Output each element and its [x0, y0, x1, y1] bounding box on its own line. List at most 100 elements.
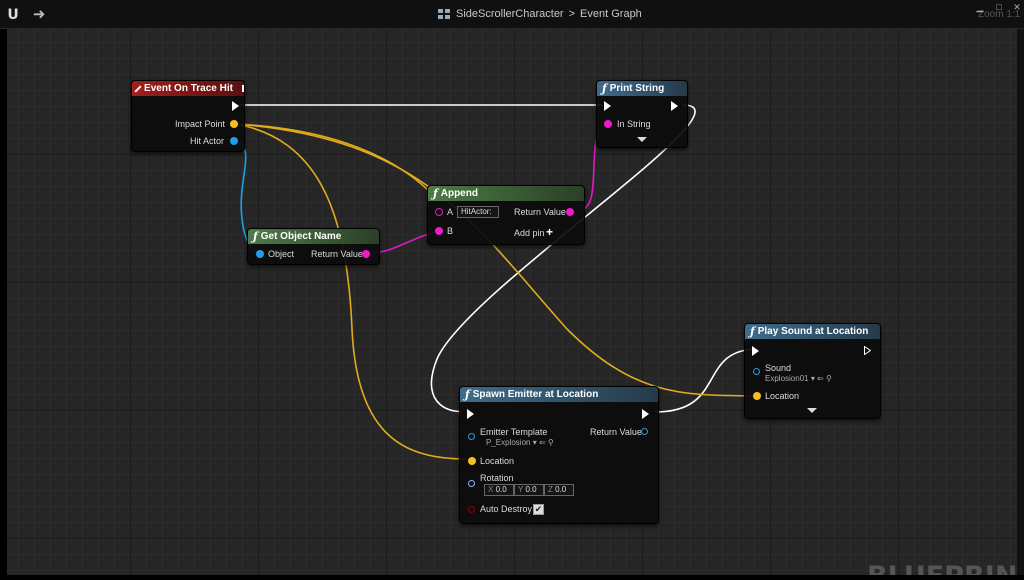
node-title: Spawn Emitter at Location [472, 389, 599, 400]
node-header: ƒ Append [428, 186, 584, 201]
add-pin-button[interactable]: Add pin [514, 228, 545, 238]
sound-asset-value: Explosion01 [765, 374, 809, 383]
pin-label-auto-destroy: Auto Destroy [480, 504, 533, 514]
rotation-x-label: X [488, 485, 494, 494]
pin-label-object: Object [268, 249, 295, 259]
node-header: ƒ Play Sound at Location [745, 324, 880, 339]
rotation-z-value: 0.0 [555, 485, 567, 494]
auto-destroy-checkbox[interactable]: ✔ [533, 504, 544, 515]
plus-icon[interactable]: + [546, 225, 554, 239]
maximize-icon[interactable]: □ [996, 2, 1002, 12]
rotation-x-value: 0.0 [495, 485, 507, 494]
exec-out-pin[interactable] [642, 409, 649, 419]
pin-label-in-string: In String [617, 119, 651, 129]
pin-label-hit-actor: Hit Actor [190, 136, 225, 146]
pin-label-b: B [447, 226, 454, 236]
node-spawn-emitter-at-location[interactable]: ƒ Spawn Emitter at Location Emitter Temp… [459, 386, 659, 524]
pin-label-return-value: Return Value [311, 249, 363, 259]
event-icon [134, 84, 142, 93]
expand-arrow-icon[interactable] [637, 137, 647, 142]
node-header: Event On Trace Hit [132, 81, 244, 96]
location-pin[interactable] [468, 457, 476, 465]
node-title: Event On Trace Hit [144, 83, 233, 94]
minimize-icon[interactable]: ▁ [976, 2, 984, 12]
return-value-pin[interactable] [641, 428, 648, 435]
node-title: Append [440, 188, 478, 199]
exec-out-pin[interactable] [671, 101, 678, 111]
a-pin[interactable] [435, 208, 443, 216]
close-icon[interactable]: ✕ [1013, 2, 1021, 12]
vector-wire-impact-to-append [235, 123, 433, 195]
rotation-y-value: 0.0 [525, 485, 537, 494]
exec-wire-spawn-to-sound [654, 348, 758, 413]
node-append[interactable]: ƒ Append A HitActor: Return Value B Add … [427, 185, 585, 245]
in-string-pin[interactable] [604, 120, 612, 128]
vertical-scrollbar[interactable] [1017, 29, 1024, 575]
breadcrumb-blueprint[interactable]: SideScrollerCharacter [456, 8, 564, 20]
node-print-string[interactable]: ƒ Print String In String [596, 80, 688, 148]
pin-label-location: Location [765, 391, 800, 401]
emitter-asset-value: P_Explosion [486, 438, 531, 447]
sound-asset-dropdown[interactable]: Explosion01 ▾ ⇐ ⚲ [765, 374, 832, 383]
a-string-input[interactable]: HitActor: [457, 206, 499, 218]
emitter-template-pin[interactable] [468, 433, 475, 440]
unreal-logo-icon[interactable]: ᑌ [7, 7, 19, 23]
node-get-object-name[interactable]: ƒ Get Object Name Object Return Value [247, 228, 380, 265]
exec-out-pin[interactable] [864, 346, 871, 355]
exec-out-pin[interactable] [232, 101, 239, 111]
emitter-asset-dropdown[interactable]: P_Explosion ▾ ⇐ ⚲ [486, 438, 554, 447]
rotation-y-field[interactable]: Y 0.0 [514, 484, 544, 496]
node-header: ƒ Spawn Emitter at Location [460, 387, 658, 402]
hit-actor-pin[interactable] [230, 137, 238, 145]
sound-pin[interactable] [753, 368, 760, 375]
event-graph-canvas[interactable]: Event On Trace Hit Impact Point Hit Acto… [7, 29, 1017, 575]
b-pin[interactable] [435, 227, 443, 235]
expand-arrow-icon[interactable] [807, 408, 817, 413]
node-event-on-trace-hit[interactable]: Event On Trace Hit Impact Point Hit Acto… [131, 80, 245, 152]
delegate-pin-icon[interactable] [241, 85, 244, 92]
node-title: Get Object Name [260, 231, 342, 242]
blueprint-icon [438, 8, 451, 20]
function-icon: ƒ [433, 187, 438, 200]
function-icon: ƒ [602, 82, 607, 95]
pin-label-location: Location [480, 456, 515, 466]
exec-in-pin[interactable] [604, 101, 611, 111]
pin-label-a: A [447, 207, 454, 217]
pin-label-sound: Sound [765, 363, 792, 373]
pin-label-emitter-template: Emitter Template [480, 427, 548, 437]
pin-label-impact-point: Impact Point [175, 119, 226, 129]
wires-layer [235, 104, 761, 460]
pin-label-return-value: Return Value [590, 427, 642, 437]
object-pin[interactable] [256, 250, 264, 258]
exec-in-pin[interactable] [752, 346, 759, 356]
breadcrumb-graph[interactable]: Event Graph [580, 8, 642, 20]
node-title: Play Sound at Location [757, 326, 869, 337]
node-header: ƒ Print String [597, 81, 687, 96]
vector-wire-impact-to-sound [235, 123, 761, 397]
location-pin[interactable] [753, 392, 761, 400]
breadcrumb: SideScrollerCharacter > Event Graph [438, 8, 642, 20]
pin-label-return-value: Return Value [514, 207, 566, 217]
rotation-x-field[interactable]: X 0.0 [484, 484, 514, 496]
return-value-pin[interactable] [362, 250, 370, 258]
rotation-y-label: Y [518, 485, 524, 494]
blueprint-watermark: BLUEPRINT [867, 561, 1017, 575]
function-icon: ƒ [750, 325, 755, 338]
function-icon: ƒ [253, 230, 258, 243]
graph-toolbar: ᑌ ➜ SideScrollerCharacter > Event Graph … [0, 0, 1024, 29]
impact-point-pin[interactable] [230, 120, 238, 128]
vector-wire-impact-to-spawn [235, 123, 468, 460]
breadcrumb-separator: > [568, 8, 576, 20]
node-header: ƒ Get Object Name [248, 229, 379, 244]
function-icon: ƒ [465, 388, 470, 401]
auto-destroy-pin[interactable] [468, 506, 475, 513]
node-play-sound-at-location[interactable]: ƒ Play Sound at Location Sound Explosion… [744, 323, 881, 419]
rotation-pin[interactable] [468, 480, 475, 487]
return-value-pin[interactable] [566, 208, 574, 216]
rotation-z-field[interactable]: Z 0.0 [544, 484, 574, 496]
forward-arrow-icon[interactable]: ➜ [32, 6, 46, 23]
node-title: Print String [609, 83, 665, 94]
zoom-label: Zoom 1:1 [978, 9, 1021, 20]
exec-in-pin[interactable] [467, 409, 474, 419]
